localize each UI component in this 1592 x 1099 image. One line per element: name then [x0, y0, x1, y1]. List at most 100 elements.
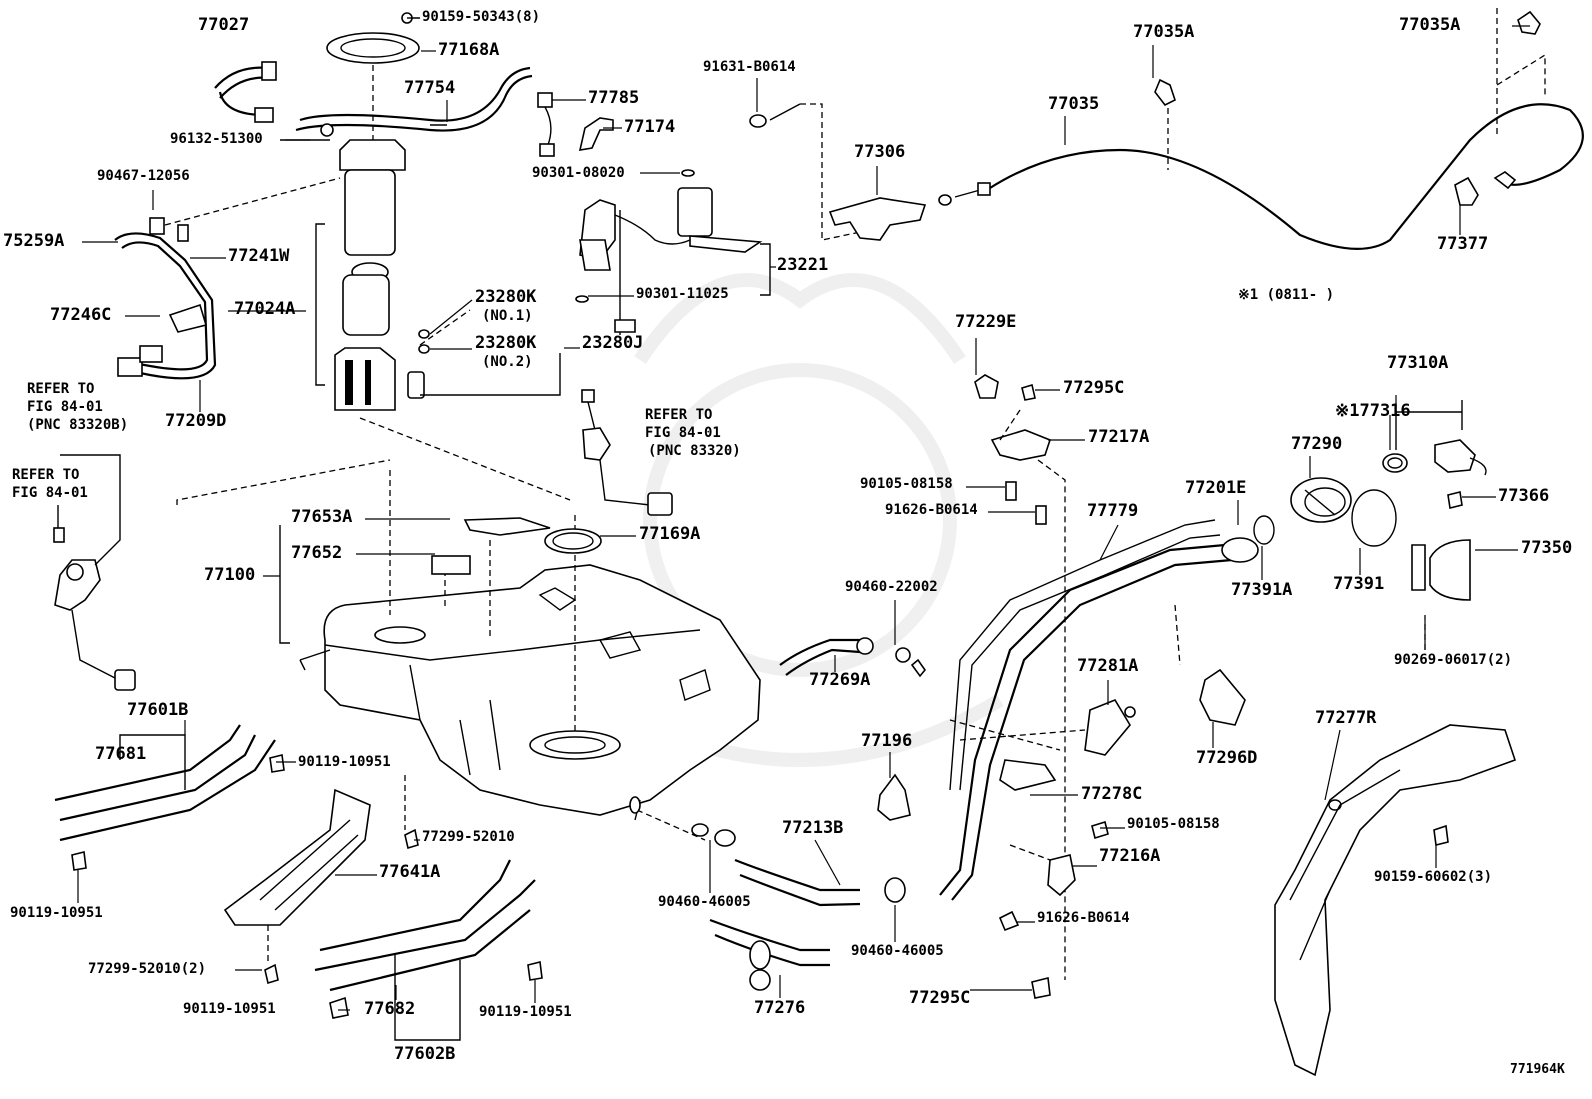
part-label: 77281A: [1077, 656, 1139, 676]
part-label: 77681: [95, 744, 147, 764]
reference-note: FIG 84-01: [645, 425, 721, 441]
clips-bolts: [71, 374, 1449, 1019]
part-label: 90301-08020: [532, 165, 625, 181]
part-label: 23280K: [475, 333, 537, 353]
part-label: 90105-08158: [1127, 816, 1220, 832]
part-label: 90119-10951: [298, 754, 391, 770]
part-label: 77246C: [50, 305, 112, 325]
reference-note: FIG 84-01: [12, 485, 88, 501]
part-label: 77682: [364, 999, 416, 1019]
part-label: 90105-08158: [860, 476, 953, 492]
part-label: 77024A: [234, 299, 296, 319]
part-label: 77196: [861, 731, 913, 751]
reference-note: REFER TO: [645, 407, 713, 423]
part-label: 77277R: [1315, 708, 1377, 728]
part-label: 77652: [291, 543, 343, 563]
part-label: 23280J: [582, 333, 644, 353]
part-label: 77217A: [1088, 427, 1150, 447]
fuel-cap-lid: [1253, 400, 1487, 601]
part-label: 77785: [588, 88, 640, 108]
fuel-tank-77100: [279, 470, 761, 821]
part-label: 77391: [1333, 574, 1385, 594]
part-label: 90269-06017(2): [1394, 652, 1513, 668]
part-label: 77601B: [127, 700, 189, 720]
part-label: 77035A: [1399, 15, 1461, 35]
part-label: 90301-11025: [636, 286, 729, 302]
part-label: 77201E: [1185, 478, 1247, 498]
part-label: 90467-12056: [97, 168, 190, 184]
part-label: 77168A: [438, 40, 500, 60]
part-label: 77377: [1437, 234, 1489, 254]
part-label: 91626-B0614: [1037, 910, 1130, 926]
part-label: 90119-10951: [183, 1001, 276, 1017]
part-label: 77213B: [782, 818, 844, 838]
part-label: 77209D: [165, 411, 227, 431]
part-label: 77299-52010(2): [88, 961, 207, 977]
part-label: 77366: [1498, 486, 1550, 506]
part-label: 90460-46005: [658, 894, 751, 910]
tube-77754: [295, 66, 533, 132]
reference-note: (PNC 83320): [648, 443, 741, 459]
part-label: 77653A: [291, 507, 353, 527]
reference-note: REFER TO: [27, 381, 95, 397]
filter-23280K: [418, 309, 561, 396]
reference-note: FIG 84-01: [27, 399, 103, 415]
opener-cable-77035: [749, 8, 1584, 250]
part-label: 77310A: [1387, 353, 1449, 373]
part-label: 77035: [1048, 94, 1100, 114]
part-label: ※177316: [1335, 401, 1411, 421]
fuel-pump-assembly: [315, 12, 571, 501]
part-label: 90460-46005: [851, 943, 944, 959]
part-label: 77035A: [1133, 22, 1195, 42]
hose-77027: [214, 61, 334, 141]
part-label: 77295C: [1063, 378, 1125, 398]
part-label: 77290: [1291, 434, 1343, 454]
part-label: 90159-60602(3): [1374, 869, 1493, 885]
part-label: 77391A: [1231, 580, 1293, 600]
part-label: 77295C: [909, 988, 971, 1008]
part-label: 77174: [624, 117, 676, 137]
part-label: 77229E: [955, 312, 1017, 332]
part-label: 77100: [204, 565, 256, 585]
part-label: 96132-51300: [170, 131, 263, 147]
part-label: 77602B: [394, 1044, 456, 1064]
part-label: 90159-50343(8): [422, 9, 541, 25]
protector-77277R: [1274, 724, 1517, 1077]
part-label: 75259A: [3, 231, 65, 251]
sender-gauge-right: [581, 389, 673, 516]
straps: [54, 724, 536, 1041]
part-label: (NO.1): [482, 308, 533, 324]
part-label: 77641A: [379, 862, 441, 882]
filler-pipe-77201E: [939, 519, 1259, 901]
part-label: 91626-B0614: [885, 502, 978, 518]
part-label: 77269A: [809, 670, 871, 690]
part-label: 77169A: [639, 524, 701, 544]
fuel-pump-23221: [575, 187, 771, 335]
part-label: 77241W: [228, 246, 290, 266]
part-label: 77027: [198, 15, 250, 35]
part-label: 77299-52010: [422, 829, 515, 845]
reference-note: REFER TO: [12, 467, 80, 483]
part-label: 77276: [754, 998, 806, 1018]
revision-note: ※1 (0811- ): [1238, 287, 1335, 303]
part-label: (NO.2): [482, 354, 533, 370]
part-label: 77278C: [1081, 784, 1143, 804]
part-label: 77754: [404, 78, 456, 98]
part-label: 77296D: [1196, 748, 1258, 768]
part-label: 77779: [1087, 501, 1139, 521]
hoses: [709, 637, 911, 991]
bracket-75259A: [114, 177, 341, 380]
sender-gauge-left: [53, 454, 391, 691]
part-label: 77350: [1521, 538, 1573, 558]
part-label: 91631-B0614: [703, 59, 796, 75]
part-label: 23280K: [475, 287, 537, 307]
figure-id: 771964K: [1510, 1062, 1565, 1077]
part-label: 90119-10951: [10, 905, 103, 921]
part-label: 77306: [854, 142, 906, 162]
reference-note: (PNC 83320B): [27, 417, 129, 433]
part-label: 77216A: [1099, 846, 1161, 866]
part-label: 23221: [777, 255, 829, 275]
part-label: 90119-10951: [479, 1004, 572, 1020]
